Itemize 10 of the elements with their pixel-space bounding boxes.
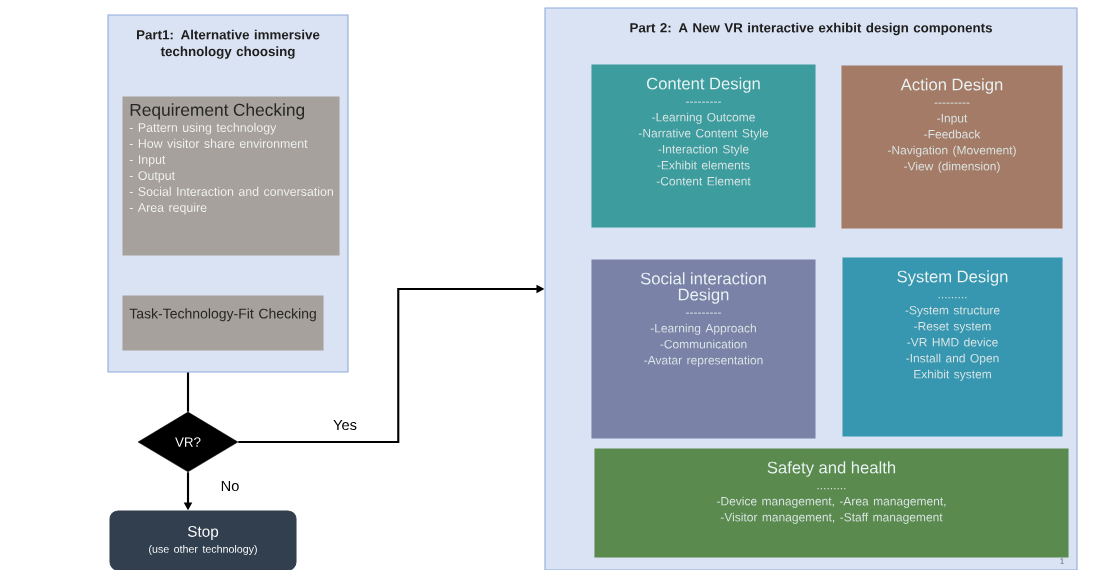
component-box: Content Design --------- -Learning Outcome -Narrative Content Style -Interaction Style -Exhibit elements -Content Element	[591, 64, 816, 228]
edge-label: Yes	[331, 418, 359, 432]
component-box: Action Design --------- -Input -Feedback -Navigation (Movement) -View (dimension)	[841, 65, 1063, 229]
component-box: System Design ......... -System structure -Reset system -VR HMD device -Install and Open Exhibit system	[842, 257, 1063, 437]
component-box: Social interaction Design --------- -Learning Approach -Communication -Avatar representation	[591, 259, 816, 439]
process-box: Task-Technology-Fit Checking	[122, 295, 324, 351]
terminal-box: Stop (use other technology)	[109, 510, 297, 570]
edge-label: No	[219, 479, 241, 493]
component-box: Safety and health ......... -Device management, -Area management, -Visitor management, -Staff management	[594, 448, 1069, 558]
checklist-box: Requirement Checking - Pattern using technology - How visitor share environment - Input - Output - Social Interaction and conversation - Area require	[122, 96, 340, 256]
